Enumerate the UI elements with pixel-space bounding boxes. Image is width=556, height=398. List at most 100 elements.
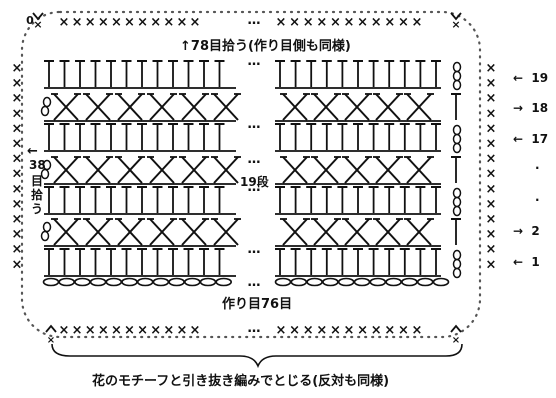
foundation-chain-right-1	[290, 277, 308, 287]
cross-row0-left-0-b	[53, 93, 79, 121]
foundation-chain-right-5	[353, 277, 371, 287]
top-row-sc-right-6: ×	[357, 15, 368, 30]
side-pickup-count: 38	[29, 158, 46, 172]
cross-row2-right-2-b	[344, 218, 370, 246]
left-side-sc-2: ×	[12, 91, 23, 106]
row-marker-19: ← 19	[513, 71, 549, 85]
dc-row1-turn-chain-b	[452, 133, 462, 145]
cross-row0-right-1-b	[313, 93, 339, 121]
cross-row1-left-5-b	[213, 156, 239, 184]
cross-row1-right-2-b	[344, 156, 370, 184]
right-side-sc-6: ×	[486, 152, 497, 167]
side-pickup-arrow: ←	[27, 144, 38, 159]
cross-row2-turn-chain-a	[42, 221, 52, 233]
foundation-chain-left-7	[152, 277, 170, 287]
top-row-sc-left-8: ×	[163, 15, 174, 30]
bottom-row-sc-left-9: ×	[176, 323, 187, 338]
row-marker-17: ← 17	[513, 132, 549, 146]
bottom-row-sc-left-7: ×	[150, 323, 161, 338]
cross-row2-right-3-b	[375, 218, 401, 246]
dc-row1-turn-chain-a	[452, 124, 462, 136]
bottom-row-sc-left-4: ×	[111, 323, 122, 338]
top-row-sc-right-3: ×	[316, 15, 327, 30]
bottom-row-sc-right-6: ×	[357, 323, 368, 338]
foundation-chain-right-9	[416, 277, 434, 287]
left-side-sc-13: ×	[12, 257, 23, 272]
foundation-chain-left-11	[215, 277, 232, 287]
foundation-chain-left-3	[89, 277, 107, 287]
top-row-sc-left-3: ×	[98, 15, 109, 30]
top-left-corner-v	[32, 12, 44, 21]
cross-row1-left-4-b	[181, 156, 207, 184]
right-side-sc-7: ×	[486, 167, 497, 182]
dc-row1-turn-chain-c	[452, 142, 462, 154]
foundation-chain-right-10	[432, 277, 450, 287]
right-side-sc-9: ×	[486, 197, 497, 212]
right-side-sc-1: ×	[486, 76, 497, 91]
top-left-corner-x: ×	[33, 18, 42, 31]
dc-row2-ellipsis: …	[248, 180, 261, 195]
top-right-corner-x: ×	[451, 18, 460, 31]
foundation-chain-right-0	[274, 277, 292, 287]
bottom-brace	[51, 343, 463, 369]
cross-row2-left-1-b	[85, 218, 111, 246]
foundation-chain-right-3	[322, 277, 339, 287]
cross-row2-left-0-b	[53, 218, 79, 246]
top-row-sc-right-1: ×	[289, 15, 300, 30]
left-side-sc-7: ×	[12, 167, 23, 182]
bottom-row-sc-left-0: ×	[59, 323, 70, 338]
bottom-left-corner-caret	[45, 324, 57, 333]
top-row-sc-left-6: ×	[137, 15, 148, 30]
foundation-chain-left-9	[184, 277, 201, 287]
top-row-sc-right-0: ×	[276, 15, 287, 30]
left-side-sc-10: ×	[12, 212, 23, 227]
bottom-row-sc-left-5: ×	[124, 323, 135, 338]
bottom-caption: 花のモチーフと引き抜き編みでとじる(反対も同様)	[92, 374, 390, 389]
bottom-row-ellipsis: …	[248, 321, 261, 336]
bottom-right-corner-caret	[450, 324, 462, 333]
bottom-row-sc-left-3: ×	[98, 323, 109, 338]
foundation-chain-left-2	[74, 277, 91, 287]
bottom-row-sc-right-9: ×	[398, 323, 409, 338]
cross-row2-left-3-b	[149, 218, 175, 246]
row-marker-2: → 2	[513, 224, 540, 238]
foundation-chain-right-8	[401, 277, 418, 287]
dc-row0-turn-chain-a	[452, 61, 462, 73]
bottom-row-sc-right-1: ×	[289, 323, 300, 338]
bottom-row-sc-right-8: ×	[384, 323, 395, 338]
bottom-row-sc-left-2: ×	[85, 323, 96, 338]
top-row-sc-right-10: ×	[412, 15, 423, 30]
foundation-chain-right-6	[369, 277, 387, 287]
cross-row0-right-4-b	[406, 93, 432, 121]
left-side-sc-1: ×	[12, 76, 23, 91]
row-marker-ellipsis-2: .	[535, 190, 540, 204]
top-row-sc-right-4: ×	[330, 15, 341, 30]
dotted-border	[20, 10, 482, 339]
side-pickup-char-1: 目	[31, 174, 44, 188]
bottom-row-sc-right-10: ×	[412, 323, 423, 338]
bottom-right-corner-x: ×	[452, 335, 460, 346]
foundation-chain-left-10	[199, 277, 217, 287]
right-side-sc-13: ×	[486, 257, 497, 272]
dc-row2-turn-chain-c	[452, 205, 462, 217]
top-row-sc-right-5: ×	[344, 15, 355, 30]
cross-row1-left-0-b	[53, 156, 79, 184]
cross-row1-left-1-b	[85, 156, 111, 184]
left-side-sc-4: ×	[12, 121, 23, 136]
bottom-row-sc-right-0: ×	[276, 323, 287, 338]
cross-row1-left-2-b	[117, 156, 143, 184]
dc-row3-turn-chain-b	[452, 258, 462, 270]
side-pickup-char-2: 拾	[31, 188, 44, 202]
cross-row2-left-5-b	[213, 218, 239, 246]
left-side-sc-0: ×	[12, 61, 23, 76]
right-side-sc-0: ×	[486, 61, 497, 76]
cross-row2-right-0-b	[282, 218, 308, 246]
center-row-count-label: 19段	[240, 175, 269, 189]
cross-row0-left-4-b	[181, 93, 207, 121]
top-row-sc-left-10: ×	[190, 15, 201, 30]
dc-row0-turn-chain-b	[452, 70, 462, 82]
cross-row0-left-1-b	[85, 93, 111, 121]
cross-row0-turn-chain-b	[40, 105, 50, 117]
top-row-sc-left-9: ×	[176, 15, 187, 30]
